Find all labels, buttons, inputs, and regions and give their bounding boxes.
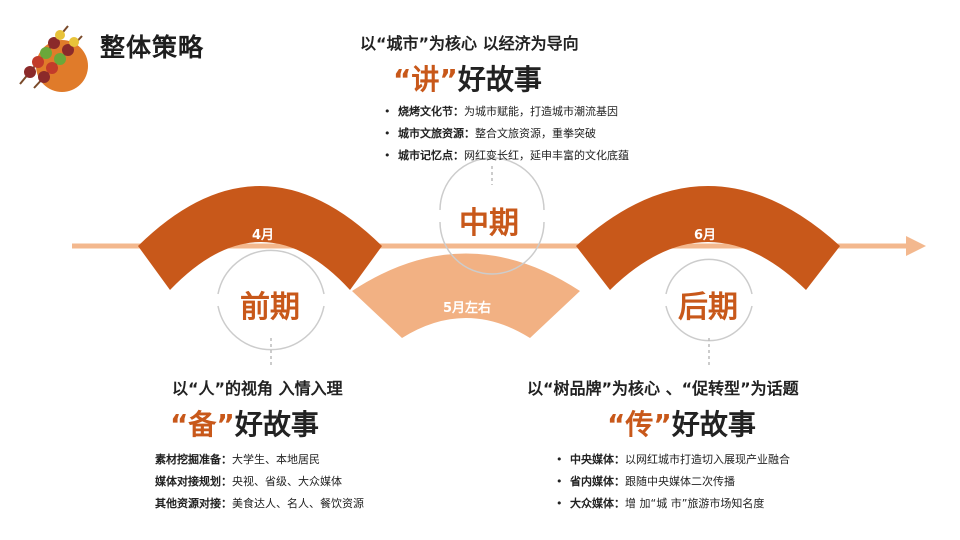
month-late: 6月	[694, 228, 717, 243]
month-early: 4月	[252, 228, 275, 243]
mid-band	[352, 253, 580, 338]
left-subtitle: 以“人”的视角 入情入理	[172, 379, 343, 398]
top-subtitle: 以“城市”为核心 以经济为导向	[360, 34, 579, 53]
list-item: •城市记忆点：网红变长红，延申丰富的文化底蕴	[384, 149, 629, 162]
arrow-right-icon	[906, 236, 926, 256]
phase-late: 后期	[678, 290, 738, 325]
bbq-skewer-icon	[19, 25, 88, 92]
left-heading: “备”好故事	[170, 408, 319, 441]
list-item: 素材挖掘准备：大学生、本地居民	[155, 453, 320, 466]
list-item: •中央媒体：以网红城市打造切入展现产业融合	[556, 453, 790, 466]
right-list: •中央媒体：以网红城市打造切入展现产业融合 •省内媒体：跟随中央媒体二次传播 •…	[556, 449, 790, 515]
list-item: 媒体对接规划：央视、省级、大众媒体	[155, 475, 342, 488]
month-mid: 5月左右	[443, 301, 492, 316]
list-item: •烧烤文化节：为城市赋能，打造城市潮流基因	[384, 105, 618, 118]
page-title: 整体策略	[100, 33, 205, 62]
top-heading: “讲”好故事	[393, 63, 542, 96]
right-heading: “传”好故事	[607, 408, 756, 441]
list-item: •城市文旅资源：整合文旅资源，重拳突破	[384, 127, 596, 140]
top-list: •烧烤文化节：为城市赋能，打造城市潮流基因 •城市文旅资源：整合文旅资源，重拳突…	[384, 101, 629, 167]
list-item: •省内媒体：跟随中央媒体二次传播	[556, 475, 735, 488]
list-item: •大众媒体：增 加“城 市”旅游市场知名度	[556, 497, 765, 510]
late-band	[576, 186, 840, 290]
left-list: 素材挖掘准备：大学生、本地居民 媒体对接规划：央视、省级、大众媒体 其他资源对接…	[155, 449, 364, 515]
list-item: 其他资源对接：美食达人、名人、餐饮资源	[155, 497, 364, 510]
phase-early: 前期	[240, 290, 300, 325]
right-subtitle: 以“树品牌”为核心 、“促转型”为话题	[527, 379, 799, 398]
phase-mid: 中期	[459, 206, 519, 241]
early-band	[138, 186, 382, 290]
